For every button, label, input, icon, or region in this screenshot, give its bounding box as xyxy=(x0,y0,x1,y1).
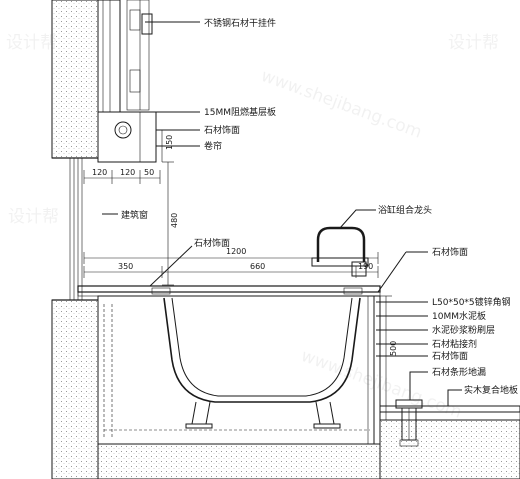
label-stone-adhesive: 石材粘接剂 xyxy=(432,338,477,350)
label-stone-face: 石材饰面 xyxy=(432,350,468,362)
dim-480: 480 xyxy=(170,213,179,228)
dim-190: 190 xyxy=(358,262,373,271)
dim-660: 660 xyxy=(250,262,265,271)
dim-120-a: 120 xyxy=(92,168,107,177)
dim-1200: 1200 xyxy=(226,247,246,256)
watermark-text: 设计帮 xyxy=(448,33,499,53)
dim-500-group: 500 xyxy=(380,295,398,421)
floor-slab xyxy=(97,405,520,479)
left-wall xyxy=(51,0,99,479)
dims-curtain: 120 120 50 xyxy=(83,168,161,184)
watermark-text: 设计帮 xyxy=(6,33,57,53)
label-stone-ledge: 石材饰面 xyxy=(194,237,230,249)
label-strip-drain: 石材条形地漏 xyxy=(432,366,486,378)
label-curtain: 卷帘 xyxy=(204,140,222,152)
window-opening xyxy=(69,158,83,300)
label-building-window: 建筑窗 xyxy=(121,209,148,221)
stone-ledge-slab xyxy=(77,285,381,297)
label-angle-steel: L50*50*5镀锌角钢 xyxy=(432,296,511,308)
label-cement-mortar: 水泥砂浆粉刷层 xyxy=(432,324,495,336)
watermark-url: www.shejibang.com xyxy=(258,66,424,143)
label-wood-floor: 实木复合地板 xyxy=(464,384,518,396)
dim-500: 500 xyxy=(389,341,398,356)
right-callouts: L50*50*5镀锌角钢 10MM水泥板 水泥砂浆粉刷层 石材粘接剂 石材饰面 … xyxy=(376,296,518,406)
watermark-text: 设计帮 xyxy=(8,207,59,227)
label-cement-board: 10MM水泥板 xyxy=(432,310,486,322)
label-faucet: 浴缸组合龙头 xyxy=(378,204,432,216)
label-fireproof-board: 15MM阻燃基层板 xyxy=(204,106,276,118)
bathtub xyxy=(163,297,361,429)
dim-350: 350 xyxy=(118,262,133,271)
curtain-box: 15MM阻燃基层板 石材饰面 卷帘 150 xyxy=(97,106,276,163)
dim-50: 50 xyxy=(144,168,154,177)
upper-wall-cladding: 不锈钢石材干挂件 xyxy=(97,0,276,113)
dim-480-group: 480 xyxy=(162,161,179,286)
faucet: 浴缸组合龙头 xyxy=(311,204,432,277)
dims-ledge: 1200 350 660 190 xyxy=(83,247,379,278)
label-stone-hanger: 不锈钢石材干挂件 xyxy=(204,17,276,29)
dim-150: 150 xyxy=(165,135,174,150)
dim-120-b: 120 xyxy=(120,168,135,177)
label-stone-top: 石材饰面 xyxy=(204,124,240,136)
floor-drain xyxy=(395,399,423,447)
label-stone-side: 石材饰面 xyxy=(432,246,468,258)
